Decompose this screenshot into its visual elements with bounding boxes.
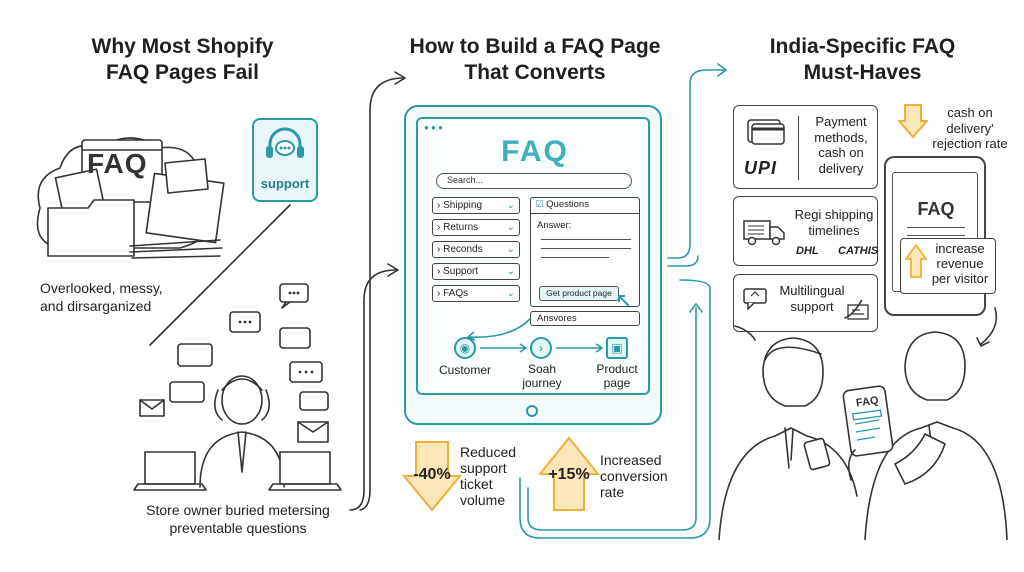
answers-box: Ansvores xyxy=(530,311,640,326)
two-people-illustration xyxy=(718,300,1008,540)
headset-icon xyxy=(266,127,304,158)
phone-line xyxy=(907,235,965,236)
upi-logo: UPI xyxy=(744,158,778,178)
faq-pile-illustration xyxy=(36,137,225,259)
middle-title-line2: That Converts xyxy=(464,61,606,85)
stressed-owner-illustration xyxy=(133,283,342,491)
browser-dots: ● ● ● xyxy=(424,123,443,132)
chevron-down-icon: ⌄ xyxy=(506,266,515,277)
payment-divider xyxy=(798,116,799,180)
phone-faq-heading: FAQ xyxy=(917,199,955,219)
right-title-line2: Must-Haves xyxy=(803,61,922,85)
nav-item-reconds[interactable]: › Reconds⌄ xyxy=(432,241,520,258)
left-title-line2: FAQ Pages Fail xyxy=(106,61,259,85)
get-product-page-button[interactable]: Get product page xyxy=(539,286,619,301)
cta-button-label: Get product page xyxy=(546,288,612,298)
search-placeholder: Search... xyxy=(447,175,484,185)
chevron-down-icon: ⌄ xyxy=(506,200,515,211)
shipping-box: Regi shipping timelines DHL CATHIS xyxy=(733,196,878,266)
cursor-arrow-icon xyxy=(618,295,630,307)
multilingual-text: Multilingual support xyxy=(779,283,845,314)
courier-logo-dhl: DHL xyxy=(796,245,819,257)
phone-line xyxy=(907,227,965,228)
left-to-middle-arrows xyxy=(349,71,406,511)
nav-list: › Shipping⌄ › Returns⌄ › Reconds⌄ › Supp… xyxy=(432,197,524,317)
stat1-label: Reduced support ticket volume xyxy=(460,444,517,509)
chevron-down-icon: ⌄ xyxy=(506,288,515,299)
credit-card-icon xyxy=(747,119,785,145)
delivery-truck-icon xyxy=(743,220,785,246)
caption-store-owner: Store owner buried metersing preventable… xyxy=(146,502,330,536)
answer-line xyxy=(541,239,631,240)
journey-icon: › xyxy=(530,337,552,359)
nav-item-shipping[interactable]: › Shipping⌄ xyxy=(432,197,520,214)
left-divider xyxy=(149,204,291,346)
caption-overlooked: Overlooked, messy, and dirsarganized xyxy=(40,280,163,314)
flow-step-journey: Soah journey xyxy=(522,362,562,390)
checkbox-icon: ☑ xyxy=(535,199,544,210)
cod-rejection-text: cash on delivery' rejection rate xyxy=(932,105,1008,152)
revenue-callout: increase revenue per visitor xyxy=(900,238,996,294)
payment-methods-box: UPI Payment methods, cash on delivery xyxy=(733,105,878,189)
left-title-line1: Why Most Shopify xyxy=(91,35,274,58)
faq-doc-label: FAQ xyxy=(87,148,148,179)
answer-line xyxy=(541,248,631,249)
nav-item-support[interactable]: › Support⌄ xyxy=(432,263,520,280)
support-badge: support xyxy=(252,118,318,202)
cod-down-arrow xyxy=(898,104,928,139)
multilingual-box: Multilingual support xyxy=(733,274,878,332)
tablet-faq-heading: FAQ xyxy=(501,135,569,168)
search-input[interactable]: Search... xyxy=(436,173,632,189)
questions-label: Questions xyxy=(546,199,589,210)
answer-line xyxy=(541,257,609,258)
stat2-label: Increased conversion rate xyxy=(600,452,668,501)
middle-to-right-arrows xyxy=(519,63,728,539)
questions-header[interactable]: ☑ Questions xyxy=(531,198,639,214)
product-page-icon: ▣ xyxy=(606,337,628,359)
tablet-home-button xyxy=(526,405,538,417)
shipping-text: Regi shipping timelines xyxy=(794,207,874,238)
middle-title-line1: How to Build a FAQ Page xyxy=(409,35,661,58)
flow-step-customer: Customer xyxy=(438,363,491,377)
stat-down-arrow xyxy=(402,441,462,512)
courier-logo-cathis: CATHIS xyxy=(838,245,879,257)
flow-step-product-page: Product page xyxy=(596,362,638,390)
left-title: Why Most Shopify FAQ Pages Fail xyxy=(55,34,310,87)
answers-label: Ansvores xyxy=(537,313,577,324)
right-title-line1: India-Specific FAQ xyxy=(769,35,956,58)
stat-up-arrow xyxy=(538,436,600,511)
right-title: India-Specific FAQ Must-Haves xyxy=(735,34,990,87)
questions-panel: ☑ Questions Answer: Get product page xyxy=(530,197,640,307)
chevron-down-icon: ⌄ xyxy=(506,222,515,233)
stat2-value: +15% xyxy=(548,466,590,483)
middle-title: How to Build a FAQ Page That Converts xyxy=(385,34,685,87)
answer-label: Answer: xyxy=(537,220,572,231)
payment-text: Payment methods, cash on delivery xyxy=(814,114,868,176)
flow-arrows xyxy=(480,343,604,353)
support-badge-label: support xyxy=(260,176,310,191)
revenue-up-arrow xyxy=(905,243,927,278)
chevron-down-icon: ⌄ xyxy=(506,244,515,255)
tablet-device: ● ● ● FAQ Search... › Shipping⌄ › Return… xyxy=(404,105,662,425)
nav-item-returns[interactable]: › Returns⌄ xyxy=(432,219,520,236)
chat-bubble-icon xyxy=(743,288,767,311)
revenue-text: increase revenue per visitor xyxy=(931,241,989,286)
stat1-value: -40% xyxy=(413,466,451,483)
nav-item-faqs[interactable]: › FAQs⌄ xyxy=(432,285,520,302)
customer-icon: ◉ xyxy=(454,337,476,359)
tablet-screen: ● ● ● FAQ Search... › Shipping⌄ › Return… xyxy=(416,117,650,395)
